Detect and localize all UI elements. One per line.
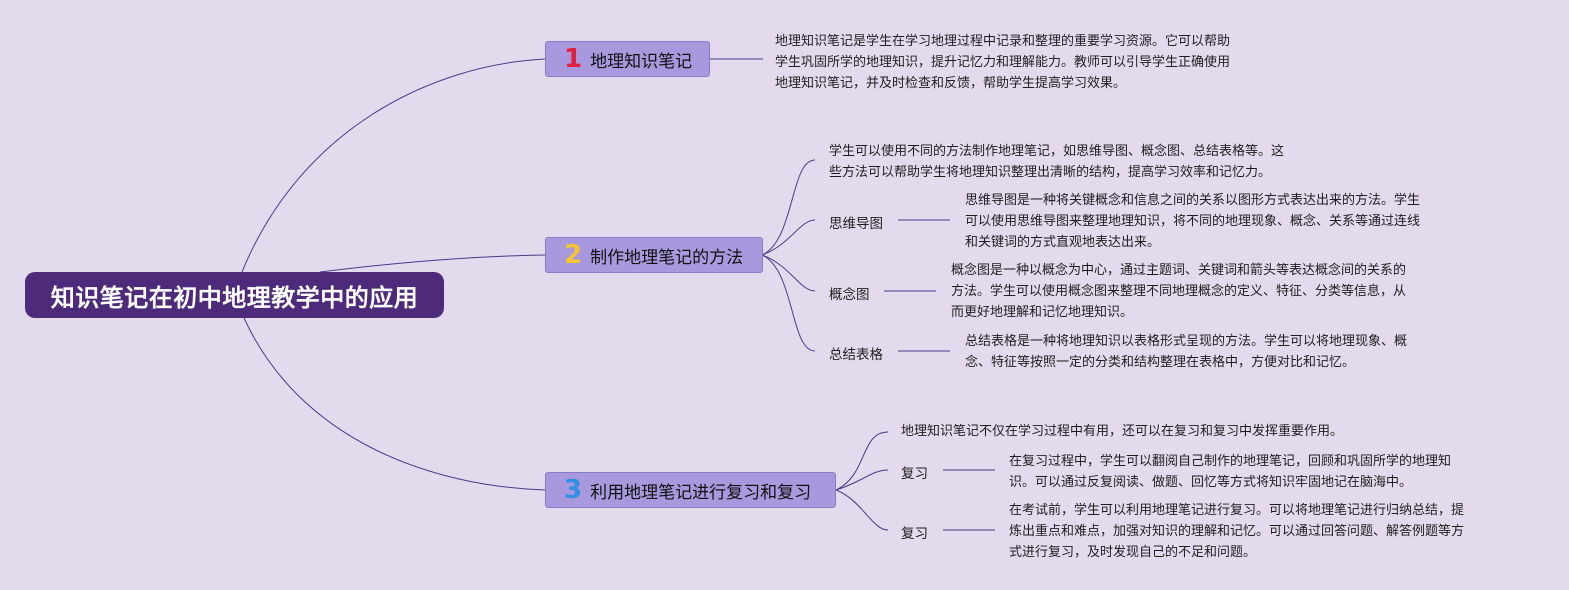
branch-1-topic[interactable]: 1 地理知识笔记	[545, 41, 710, 77]
branch-1-label: 地理知识笔记	[590, 51, 693, 72]
number-2-icon: 2	[564, 240, 583, 270]
subtopic-review-1[interactable]: 复习	[901, 466, 928, 482]
connector-root-b3	[243, 317, 546, 491]
connector-root-b1	[241, 58, 546, 273]
subtopic-summary-table[interactable]: 总结表格	[829, 347, 883, 363]
subtopic-summary-table-text: 总结表格是一种将地理知识以表格形式呈现的方法。学生可以将地理现象、概 念、特征等…	[965, 334, 1408, 370]
subtopic-concept-map-text: 概念图是一种以概念为中心，通过主题词、关键词和箭头等表达概念间的关系的 方法。学…	[951, 263, 1407, 320]
connector-b3-c1	[835, 469, 889, 491]
connector-b3-c2	[835, 489, 889, 531]
subtopic-review-1-text: 在复习过程中，学生可以翻阅自己制作的地理笔记，回顾和巩固所学的地理知 识。可以通…	[1009, 454, 1452, 490]
branch-2-label: 制作地理笔记的方法	[590, 247, 744, 268]
subtopic-mind-map-text: 思维导图是一种将关键概念和信息之间的关系以图形方式表达出来的方法。学生 可以使用…	[965, 193, 1421, 250]
connector-b2-c3	[761, 254, 816, 352]
branch-3-intro: 地理知识笔记不仅在学习过程中有用，还可以在复习和复习中发挥重要作用。	[901, 424, 1344, 439]
connector-b2-c2	[761, 254, 816, 292]
connector-b2-intro	[761, 159, 816, 256]
subtopic-review-2-text: 在考试前，学生可以利用地理笔记进行复习。可以将地理笔记进行归纳总结，提 炼出重点…	[1009, 503, 1465, 560]
branch-3-label: 利用地理笔记进行复习和复习	[590, 482, 812, 503]
number-3-icon: 3	[564, 475, 583, 505]
subtopic-review-2[interactable]: 复习	[901, 526, 928, 542]
subtopic-mind-map[interactable]: 思维导图	[829, 216, 883, 232]
root-topic[interactable]: 知识笔记在初中地理教学中的应用	[25, 272, 444, 318]
connector-b2-c1	[761, 219, 816, 256]
number-1-icon: 1	[564, 44, 583, 74]
branch-2-intro: 学生可以使用不同的方法制作地理笔记，如思维导图、概念图、总结表格等。这 些方法可…	[829, 144, 1285, 180]
connector-b3-intro	[835, 431, 889, 491]
branch-3-topic[interactable]: 3 利用地理笔记进行复习和复习	[545, 472, 836, 508]
subtopic-concept-map[interactable]: 概念图	[829, 287, 870, 303]
connector-root-b2	[319, 254, 546, 273]
branch-2-topic[interactable]: 2 制作地理笔记的方法	[545, 237, 763, 273]
branch-1-text: 地理知识笔记是学生在学习地理过程中记录和整理的重要学习资源。它可以帮助 学生巩固…	[775, 34, 1231, 91]
